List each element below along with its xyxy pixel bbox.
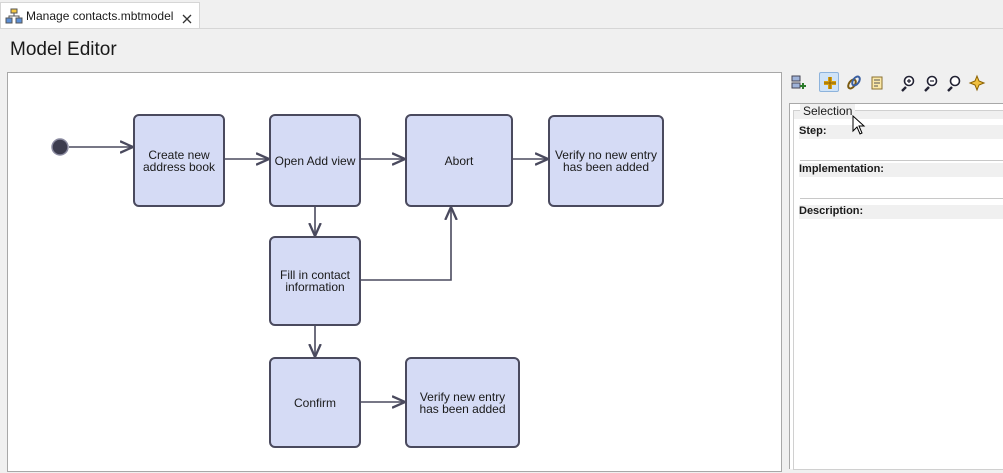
group-header-bg (794, 111, 1003, 119)
notes-icon (871, 76, 883, 90)
fit-view-button[interactable] (966, 72, 986, 92)
zoom-out-icon (924, 75, 938, 92)
node-open-add-view[interactable]: Open Add view (269, 114, 361, 207)
node-verify-new-entry[interactable]: Verify new entry has been added (405, 357, 520, 448)
tab-manage-contacts[interactable]: Manage contacts.mbtmodel (0, 2, 200, 28)
zoom-out-button[interactable] (920, 72, 940, 92)
add-step-icon (791, 75, 806, 89)
diagram-edges (51, 138, 783, 473)
diagram-canvas[interactable]: Create new address book Open Add view Ab… (7, 72, 782, 472)
add-link-icon (847, 75, 861, 90)
add-link-button[interactable] (843, 72, 863, 92)
step-label: Step: (799, 125, 1003, 139)
page-title: Model Editor (10, 39, 117, 60)
implementation-field[interactable] (800, 181, 1003, 199)
add-node-icon (824, 77, 836, 89)
add-node-button[interactable] (819, 72, 839, 92)
tab-label: Manage contacts.mbtmodel (26, 9, 174, 23)
selection-group: Selection Step: Implementation: Descript… (793, 104, 1003, 470)
fit-view-icon (968, 74, 986, 92)
selection-legend: Selection (800, 104, 856, 118)
zoom-in-icon (901, 75, 915, 92)
node-confirm[interactable]: Confirm (269, 357, 361, 448)
node-create-address-book[interactable]: Create new address book (133, 114, 225, 207)
step-field[interactable] (800, 143, 1003, 161)
edge-fill-abort (361, 207, 451, 281)
notes-button[interactable] (866, 72, 886, 92)
zoom-reset-icon (947, 75, 961, 92)
editor-tab-bar: Manage contacts.mbtmodel (0, 0, 1003, 29)
node-fill-contact-info[interactable]: Fill in contact information (269, 236, 361, 326)
description-field[interactable] (800, 222, 1003, 467)
start-node (51, 138, 69, 156)
editor-toolbar (786, 72, 1003, 96)
description-label: Description: (799, 205, 1003, 219)
zoom-reset-button[interactable] (943, 72, 963, 92)
zoom-in-button[interactable] (897, 72, 917, 92)
mouse-cursor-icon (852, 114, 866, 140)
close-icon[interactable] (182, 11, 192, 24)
node-abort[interactable]: Abort (405, 114, 513, 207)
implementation-label: Implementation: (799, 163, 1003, 177)
selection-panel: Selection Step: Implementation: Descript… (789, 103, 1003, 470)
model-file-icon (5, 8, 23, 24)
node-verify-no-entry[interactable]: Verify no new entry has been added (548, 115, 664, 207)
add-step-button[interactable] (788, 72, 808, 92)
